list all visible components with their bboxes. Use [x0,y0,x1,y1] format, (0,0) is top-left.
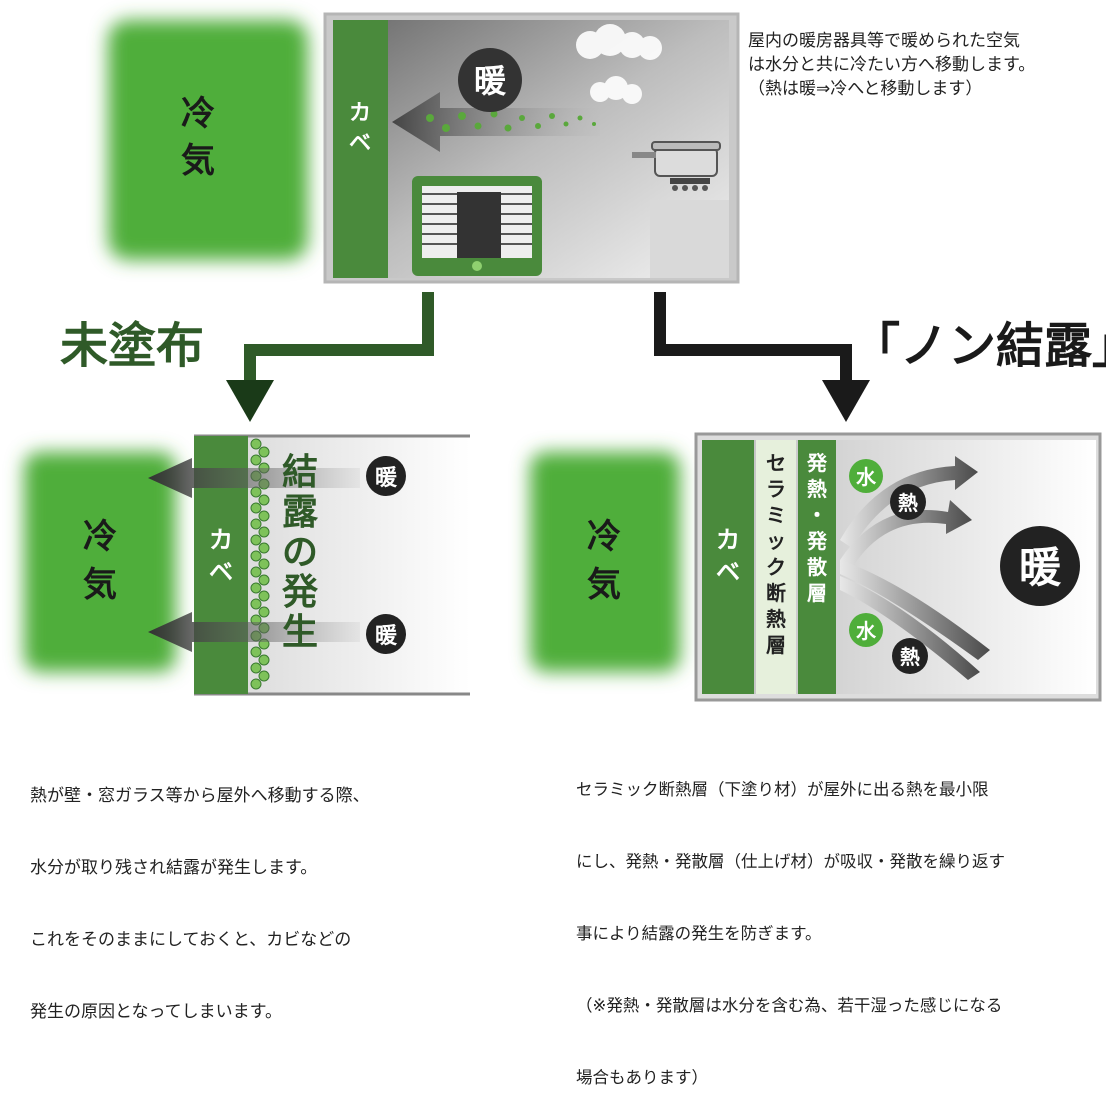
right-cold-block: 冷 気 [530,452,680,672]
svg-text:発: 発 [806,451,828,475]
svg-text:・: ・ [807,503,827,527]
diagram: 冷 気 カ ベ 暖 [24,12,1106,702]
svg-text:セ: セ [766,451,786,475]
svg-text:の: の [282,532,318,573]
pot-icon [632,141,721,191]
svg-text:層: 層 [807,581,827,605]
heat-badge-upper [890,484,926,520]
svg-text:暖: 暖 [375,624,398,649]
svg-text:発: 発 [282,572,319,613]
heat-diffusion-layer [798,440,836,694]
left-cold-block: 冷 気 [24,452,176,672]
right-caption-line: 事により結露の発生を防ぎます。 [576,924,822,943]
right-caption-line: （※発熱・発散層は水分を含む為、若干湿った感じになる [576,996,1003,1015]
svg-text:暖: 暖 [1019,543,1062,592]
left-caption-line: 発生の原因となってしまいます。 [30,1002,282,1022]
left-arrow-upper [148,458,360,498]
svg-text:熱: 熱 [766,607,786,631]
water-badge-lower [849,613,883,647]
svg-text:ベ: ベ [716,558,740,586]
svg-text:気: 気 [587,565,621,605]
top-cold-char-2: 気 [181,141,215,181]
svg-text:熱: 熱 [900,645,920,669]
top-warm-badge [458,48,522,112]
left-caption: 熱が壁・窓ガラス等から屋外へ移動する際、 水分が取り残され結露が発生します。 こ… [30,736,370,1048]
heading-untreated: 未塗布 [60,318,204,374]
steam-clouds [576,24,662,104]
svg-text:水: 水 [856,619,877,643]
top-room-panel: カ ベ 暖 [323,12,740,284]
svg-text:熱: 熱 [807,477,827,501]
svg-text:層: 層 [766,633,786,657]
svg-text:カ: カ [349,101,371,126]
left-panel: カ ベ 結 露 の 発 生 暖 暖 [148,434,470,696]
svg-text:ッ: ッ [766,529,786,553]
svg-text:ラ: ラ [766,477,786,501]
svg-text:気: 気 [83,565,117,605]
svg-text:断: 断 [766,581,786,605]
heater-icon [412,176,542,276]
svg-text:ベ: ベ [209,558,233,586]
svg-text:発: 発 [806,529,828,553]
right-caption-line: にし、発熱・発散層（仕上げ材）が吸収・発散を繰り返す [576,852,1005,871]
top-wall [333,20,388,278]
right-caption-line: セラミック断熱層（下塗り材）が屋外に出る熱を最小限 [576,780,989,799]
connector-arrows [226,292,870,422]
svg-text:散: 散 [807,555,828,579]
heat-badge-lower [892,638,928,674]
svg-text:結: 結 [282,452,318,493]
moisture-dots [426,110,596,132]
svg-text:ベ: ベ [349,131,371,156]
right-caption: セラミック断熱層（下塗り材）が屋外に出る熱を最小限 にし、発熱・発散層（仕上げ材… [576,730,1005,1114]
svg-text:熱: 熱 [898,491,918,515]
svg-text:カ: カ [716,526,740,554]
svg-text:冷: 冷 [83,517,117,557]
left-caption-line: 熱が壁・窓ガラス等から屋外へ移動する際、 [30,786,370,806]
svg-text:生: 生 [282,612,318,653]
left-warm-badge-upper [366,456,406,496]
top-cold-char-1: 冷 [181,94,215,134]
left-arrow-lower [148,612,360,652]
ceramic-layer [756,440,796,694]
left-warm-badge-lower [366,614,406,654]
water-badge-upper [849,459,883,493]
heat-flow-swooshes [840,456,990,680]
svg-text:は水分と共に冷たい方へ移動します。: は水分と共に冷たい方へ移動します。 [748,55,1035,75]
right-wall [702,440,754,694]
svg-text:暖: 暖 [474,62,507,100]
left-caption-line: これをそのままにしておくと、カビなどの [30,930,352,950]
left-caption-line: 水分が取り残され結露が発生します。 [30,858,318,878]
right-panel: カ ベ セ ラ ミ ッ ク 断 熱 層 発 熱 ・ 発 散 層 [694,432,1102,702]
svg-text:（熱は暖⇒冷へと移動します）: （熱は暖⇒冷へと移動します） [748,79,982,99]
svg-text:水: 水 [856,465,877,489]
counter [650,200,729,278]
svg-text:ク: ク [766,555,786,579]
svg-text:ミ: ミ [766,503,786,527]
right-warm-badge [1000,526,1080,606]
svg-text:冷: 冷 [587,517,621,557]
top-caption: 屋内の暖房器具等で暖められた空気 は水分と共に冷たい方へ移動します。 （熱は暖⇒… [748,31,1035,99]
svg-text:カ: カ [209,526,233,554]
svg-text:屋内の暖房器具等で暖められた空気: 屋内の暖房器具等で暖められた空気 [748,31,1020,51]
heat-layer-label: 発 熱 ・ 発 散 層 [806,451,828,605]
svg-text:暖: 暖 [375,466,398,491]
condensation-label: 結 露 の 発 生 [282,452,319,653]
heading-treated: 「ノン結露」 [852,318,1106,374]
svg-text:露: 露 [282,492,319,533]
ceramic-layer-label: セ ラ ミ ッ ク 断 熱 層 [766,451,786,657]
top-cold-block: 冷 気 [108,20,308,260]
right-caption-line: 場合もあります） [576,1068,708,1087]
top-warm-arrow [392,92,600,152]
